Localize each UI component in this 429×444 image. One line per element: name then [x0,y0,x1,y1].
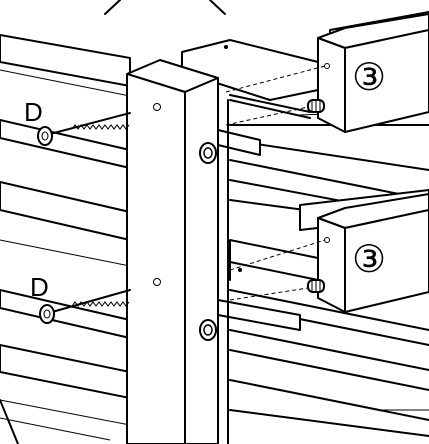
label-part-bottom: ③ [352,239,386,281]
left-frame-rails [0,34,131,444]
rail-part-bottom [317,193,429,313]
post-side-rails [217,99,301,444]
dowel-bottom [307,279,325,293]
label-screw-top: D [24,97,43,127]
screw-bottom [39,289,131,324]
alignment-lines [225,65,326,301]
post-bolt-top [199,142,217,164]
vertical-post [126,59,219,444]
label-screw-bottom: D [30,272,49,302]
screw-top [37,112,131,146]
post-bolt-bottom [199,319,217,341]
callout-notch [104,0,226,15]
dowel-top [307,99,325,113]
label-part-top: ③ [352,57,386,99]
